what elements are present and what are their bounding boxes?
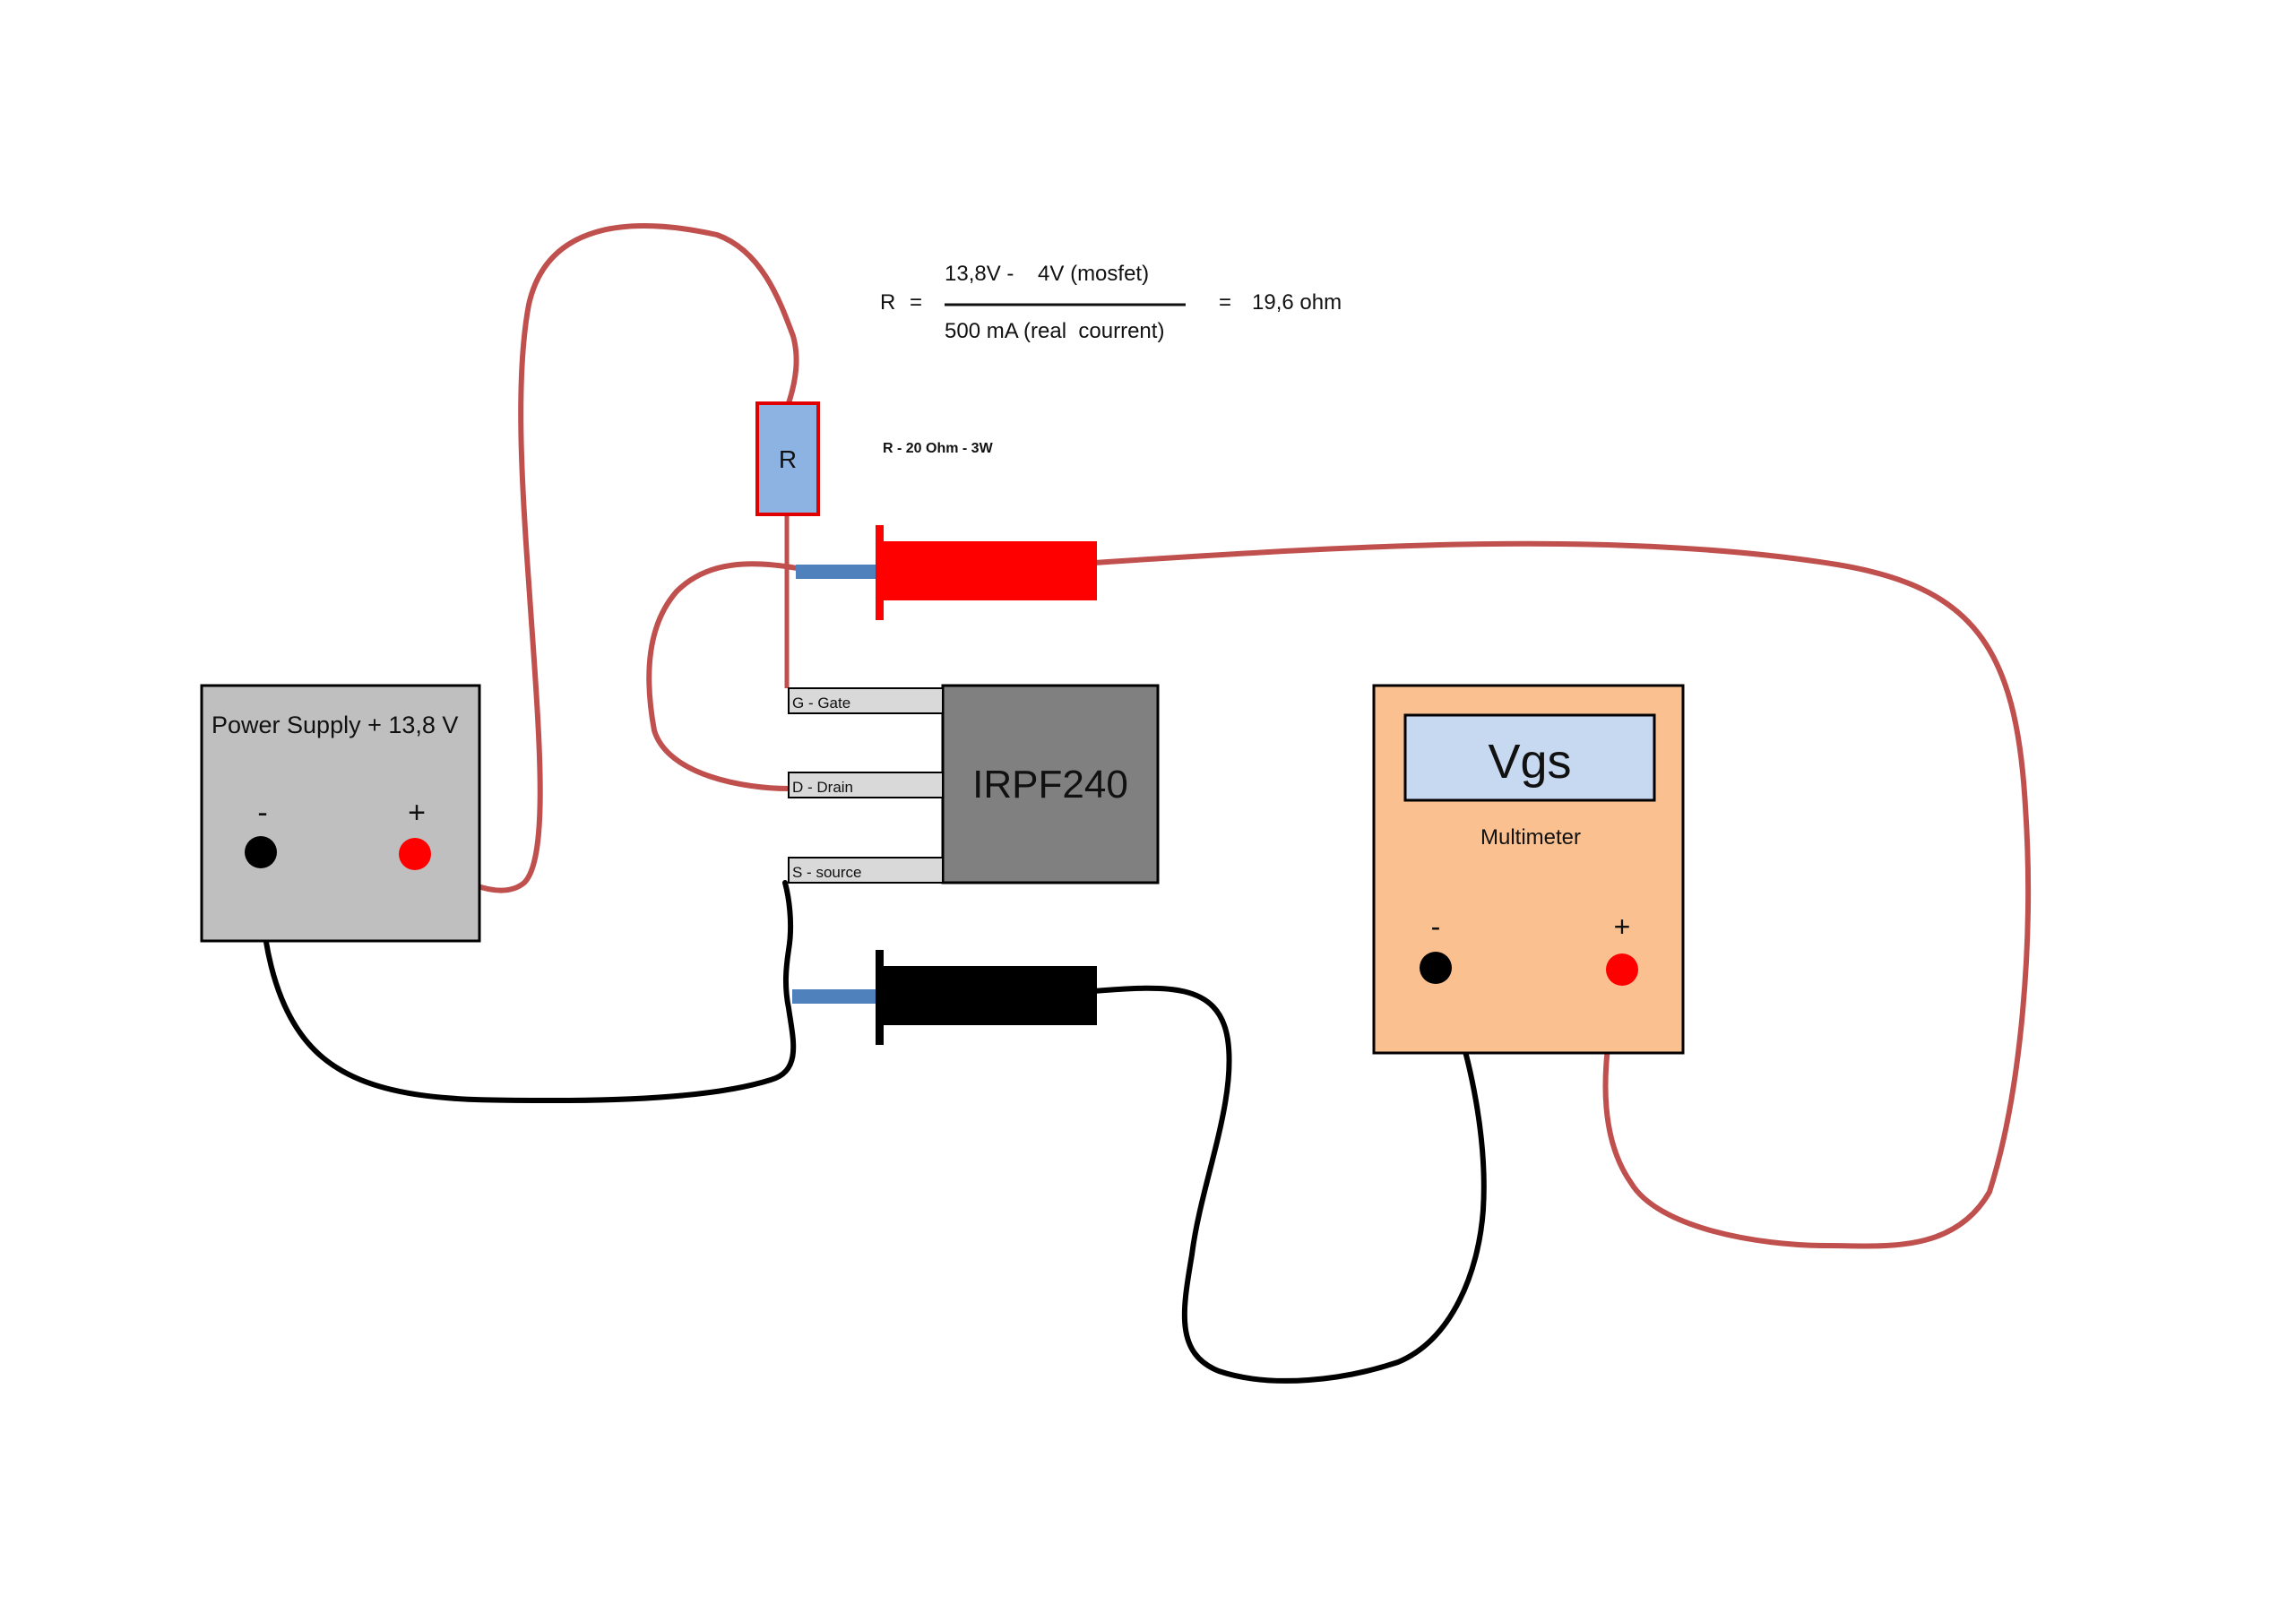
red-probe[interactable]	[796, 525, 1097, 620]
mosfet: IRPF240 G - Gate D - Drain S - source	[788, 684, 1160, 884]
red-wire-probe-to-meter	[1091, 540, 2032, 1249]
multimeter: Vgs Multimeter - +	[1372, 684, 1685, 1055]
formula-numerator: 13,8V - 4V (mosfet)	[945, 262, 1149, 286]
red-wire-supply-to-resistor	[412, 223, 799, 893]
formula-denominator: 500 mA (real courrent)	[945, 319, 1164, 343]
drain-pin-label: D - Drain	[792, 779, 853, 796]
formula-lhs: R	[880, 290, 895, 315]
black-wire-probe-to-meter	[1091, 970, 1487, 1384]
source-pin	[788, 857, 944, 884]
power-supply: Power Supply + 13,8 V - +	[200, 684, 481, 943]
power-supply-positive-terminal[interactable]	[399, 838, 431, 870]
formula: R = 13,8V - 4V (mosfet) 500 mA (real cou…	[880, 262, 1342, 343]
source-pin-label: S - source	[792, 864, 861, 881]
black-probe-tip	[792, 989, 876, 1004]
resistor: R	[755, 401, 820, 516]
resistor-note: R - 20 Ohm - 3W	[883, 441, 994, 456]
red-probe-guard	[876, 525, 884, 620]
power-supply-box	[200, 684, 481, 943]
resistor-label: R	[779, 445, 797, 473]
power-supply-minus-label: -	[257, 796, 267, 830]
red-probe-tip	[796, 565, 876, 579]
gate-pin	[788, 687, 944, 714]
power-supply-title: Power Supply + 13,8 V	[211, 712, 458, 738]
multimeter-label: Multimeter	[1480, 825, 1581, 850]
resistor-body	[755, 401, 820, 516]
formula-equals-2: =	[1219, 290, 1231, 315]
mosfet-name: IRPF240	[972, 763, 1128, 807]
black-wire-supply-to-source	[257, 863, 797, 1104]
black-probe[interactable]	[792, 950, 1097, 1045]
multimeter-positive-terminal[interactable]	[1606, 953, 1638, 986]
formula-result: 19,6 ohm	[1252, 290, 1342, 315]
multimeter-negative-terminal[interactable]	[1420, 952, 1452, 984]
power-supply-plus-label: +	[408, 796, 426, 830]
drain-pin	[788, 772, 944, 798]
gate-pin-label: G - Gate	[792, 695, 850, 712]
power-supply-negative-terminal[interactable]	[245, 836, 277, 868]
formula-equals-1: =	[910, 290, 922, 315]
black-probe-handle	[884, 966, 1097, 1025]
black-probe-guard	[876, 950, 884, 1045]
multimeter-display-text: Vgs	[1488, 735, 1571, 789]
red-wire-probe-to-drain	[646, 561, 805, 791]
red-probe-handle	[884, 541, 1097, 600]
mosfet-body	[941, 684, 1160, 884]
multimeter-plus-label: +	[1614, 910, 1631, 943]
multimeter-display	[1403, 713, 1656, 802]
multimeter-minus-label: -	[1431, 910, 1441, 943]
